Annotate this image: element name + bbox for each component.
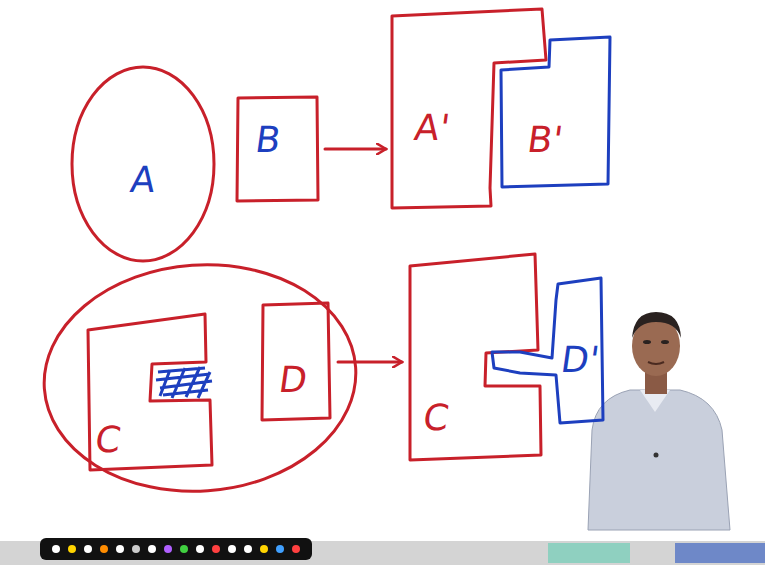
shape-outline [498,36,612,188]
logo-block [675,543,765,563]
outline-path [501,37,610,187]
c-shape: C [85,312,213,472]
outline-path [237,97,318,201]
toolbar-icons [52,545,300,553]
toolbar [40,538,312,560]
outline-path [410,254,541,460]
arrow-connector [325,148,386,151]
shape-label: A' [412,110,452,146]
presenter [588,312,730,530]
shape-label: D [277,362,310,398]
rect-box: D [260,302,332,422]
logo-block [548,543,630,563]
shape-label: D' [559,342,602,378]
shape-outline [390,8,548,210]
plug-shape: D' [488,276,606,426]
outline-path [262,303,330,420]
square-box: B [237,97,319,201]
shape-label: A [128,162,158,198]
arrow-connector [338,361,402,364]
notched-shape: B' [498,36,612,188]
scribble [156,367,212,398]
outline-path [88,314,212,470]
circle-shape: A [70,65,216,263]
c-shape: C [406,252,542,462]
outline-path [492,278,603,423]
shape-label: C [421,400,451,436]
shape-label: C [93,422,123,458]
shape-label: B [253,122,283,158]
outline-path [392,9,546,208]
notched-shape: A' [390,8,548,210]
group-ellipse [36,254,363,501]
outline-path [72,67,214,261]
shape-label: B' [525,122,565,158]
